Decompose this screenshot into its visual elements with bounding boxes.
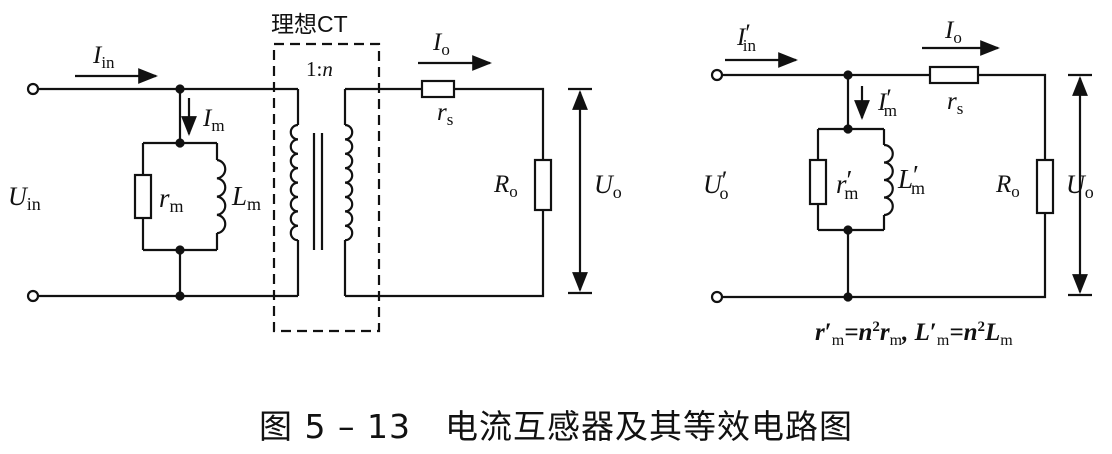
eq-resistor-rs-icon	[928, 65, 980, 85]
resistor-rm-icon	[133, 173, 153, 220]
node-dot	[843, 292, 853, 302]
resistor-rs-icon	[420, 79, 456, 99]
label-rs-eq: rs	[947, 88, 963, 118]
node-dot	[843, 124, 853, 134]
ideal-ct-box	[272, 42, 381, 333]
label-uo-eq: Uo	[1066, 170, 1094, 202]
node-dot	[175, 291, 185, 301]
label-lm-prime: L′m	[897, 160, 925, 198]
eq-uo-tick	[1068, 73, 1092, 297]
node-dot	[843, 225, 853, 235]
eq-resistor-rm-icon	[808, 158, 828, 206]
ideal-ct-label: 理想CT	[271, 11, 348, 37]
node-dot	[175, 245, 185, 255]
label-ro: Ro	[493, 171, 518, 201]
eq-top-wire	[722, 73, 1047, 299]
label-uin: Uin	[8, 182, 41, 214]
equivalence-formula: r′m=n2rm, L′m=n2Lm	[815, 319, 1013, 349]
turns-ratio-label: 1:n	[306, 57, 333, 81]
output-top-wire	[345, 87, 545, 298]
label-lm: Lm	[231, 181, 261, 214]
transformer-core-icon	[312, 133, 324, 250]
figure-caption: 图 5 – 13 电流互感器及其等效电路图	[259, 407, 853, 446]
label-im-prime: I′m	[877, 85, 897, 120]
uo-tick	[568, 87, 592, 295]
eq-resistor-ro-icon	[1035, 158, 1055, 215]
inductor-lm-icon	[216, 158, 227, 235]
node-dot	[175, 138, 185, 148]
eq-terminal-top	[710, 68, 724, 82]
input-terminal-bottom	[26, 289, 40, 303]
secondary-coil-icon	[344, 123, 354, 242]
node-dot	[843, 70, 853, 80]
label-iin: Iin	[92, 42, 115, 72]
primary-coil-icon	[289, 123, 299, 242]
label-rm-prime: r′m	[836, 165, 858, 203]
label-im: Im	[202, 105, 225, 135]
node-dot	[175, 84, 185, 94]
input-terminal-top	[26, 82, 40, 96]
eq-inductor-lm-icon	[883, 143, 894, 217]
label-io-eq: Io	[944, 17, 962, 47]
eq-terminal-bottom	[710, 290, 724, 304]
label-uo-prime: U′o	[703, 166, 728, 203]
label-uo: Uo	[594, 170, 622, 202]
label-io: Io	[432, 29, 450, 59]
label-rm: rm	[159, 183, 184, 216]
label-iin-prime: I′in	[736, 20, 757, 55]
label-rs: rs	[437, 99, 453, 129]
resistor-ro-icon	[533, 158, 553, 212]
label-ro-eq: Ro	[995, 171, 1020, 201]
